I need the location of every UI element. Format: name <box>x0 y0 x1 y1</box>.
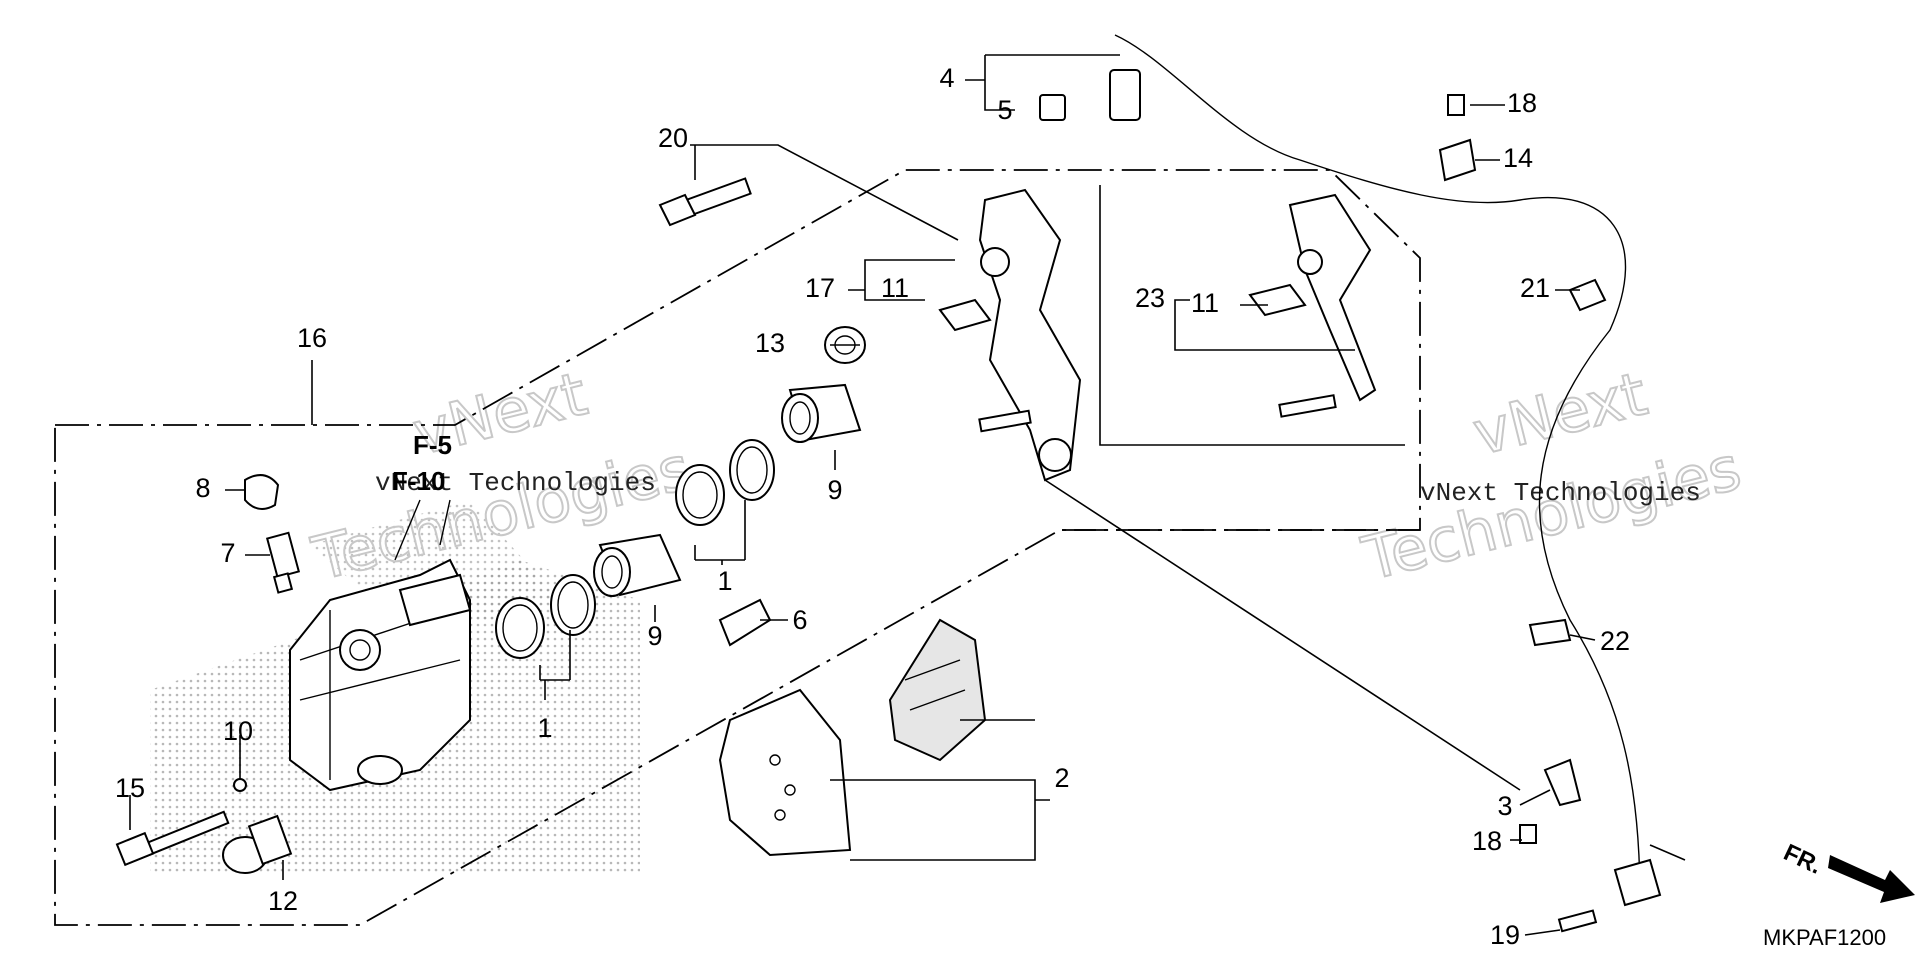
pad-pin-bolt <box>115 810 230 867</box>
callout-20: 20 <box>658 123 688 153</box>
bleeder-cap <box>244 474 280 510</box>
mounting-bolt <box>658 177 752 227</box>
brake-pad-rear <box>888 618 987 762</box>
callout-8: 8 <box>195 473 210 503</box>
abs-sensor-wire <box>1039 34 1662 933</box>
bracket-box <box>1099 185 1405 446</box>
wire-clamp-21 <box>1568 278 1607 312</box>
callout-11-left: 11 <box>881 273 909 303</box>
callout-14: 14 <box>1503 143 1533 173</box>
wire-clamp-22 <box>1528 618 1572 647</box>
callout-11-right: 11 <box>1191 288 1219 318</box>
piston-upper <box>781 383 862 443</box>
wire-clamp-14 <box>1438 138 1477 182</box>
caliper-bracket <box>978 188 1082 482</box>
callout-9-lower: 9 <box>647 621 662 651</box>
reference-label-1: F-5 <box>413 430 452 460</box>
callout-13: 13 <box>755 328 785 358</box>
diagram-code: MKPAF1200 <box>1763 925 1886 950</box>
bolt-18-upper <box>1447 94 1465 116</box>
svg-text:FR.: FR. <box>1779 839 1825 880</box>
front-arrow: FR. <box>1779 839 1915 903</box>
seal-set-lower <box>495 574 596 659</box>
watermark-outline-4: Technologies <box>1356 433 1748 594</box>
seal-set-upper <box>675 439 775 526</box>
pad-spring-2 <box>1248 283 1307 317</box>
callouts: 16 20 8 7 10 15 12 1 1 9 9 6 2 13 17 11 … <box>115 63 1630 950</box>
bleeder-screw <box>265 531 301 594</box>
abs-sensor-head <box>1613 858 1662 907</box>
callout-9-upper: 9 <box>827 475 842 505</box>
bracket-assembly <box>1278 193 1377 418</box>
piston-lower <box>593 533 682 597</box>
callout-12: 12 <box>268 886 298 916</box>
pad-retainer <box>718 598 772 647</box>
pad-spring-1 <box>938 298 992 332</box>
callout-3: 3 <box>1497 791 1512 821</box>
callout-1-lower: 1 <box>537 713 552 743</box>
callout-7: 7 <box>220 538 235 568</box>
sensor-connector <box>1109 69 1141 121</box>
connector-clip <box>1039 94 1066 121</box>
callout-19: 19 <box>1490 920 1520 950</box>
callout-18-upper: 18 <box>1507 88 1537 118</box>
caliper-body <box>289 558 472 792</box>
plug-nut <box>233 778 247 792</box>
callout-15: 15 <box>115 773 145 803</box>
bolt-19 <box>1557 909 1598 933</box>
callout-21: 21 <box>1520 273 1550 303</box>
leader-lines <box>129 54 1686 936</box>
watermark-outline-3: vNext <box>1467 359 1654 469</box>
callout-23: 23 <box>1135 283 1165 313</box>
callout-6: 6 <box>792 605 807 635</box>
callout-17: 17 <box>805 273 835 303</box>
assembly-boundary <box>54 169 1421 926</box>
bolt-18-lower <box>1519 824 1537 844</box>
wire-clamp-3 <box>1543 758 1582 807</box>
callout-1-upper: 1 <box>717 566 732 596</box>
callout-10: 10 <box>223 716 253 746</box>
callout-22: 22 <box>1600 626 1630 656</box>
watermark-plain-1: vNext Technologies <box>375 468 656 498</box>
callout-5: 5 <box>997 95 1012 125</box>
callout-18-lower: 18 <box>1472 826 1502 856</box>
watermark-plain-2: vNext Technologies <box>1420 478 1701 508</box>
reference-label-2: F-10 <box>392 466 445 496</box>
caliper-bolt <box>222 814 293 874</box>
callout-16: 16 <box>297 323 327 353</box>
reference-leader <box>394 499 451 561</box>
brake-pad-front <box>718 688 852 857</box>
callout-2: 2 <box>1054 763 1069 793</box>
callout-4: 4 <box>939 63 954 93</box>
